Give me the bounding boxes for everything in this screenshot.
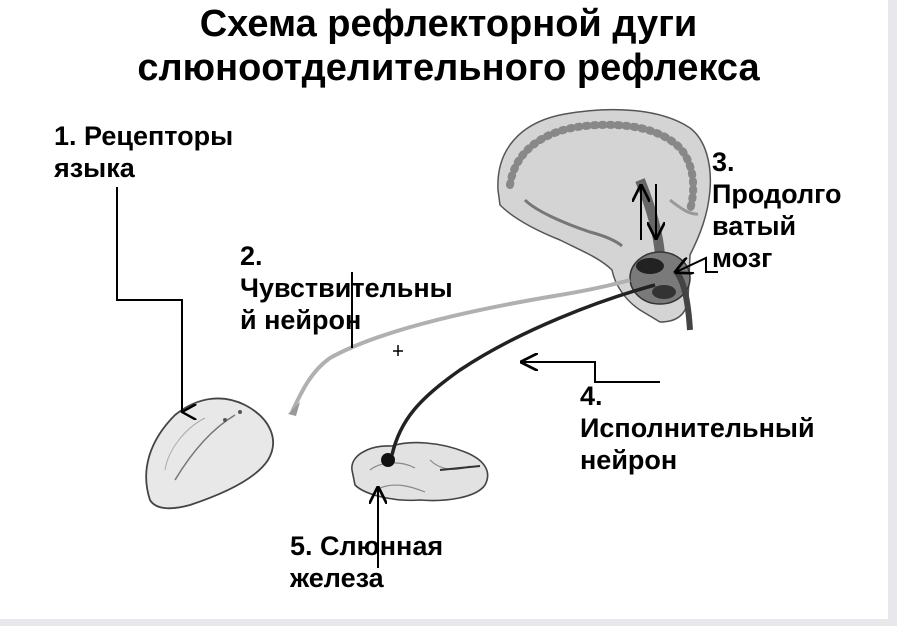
label-salivary-gland: 5. Слюнная железа [290, 531, 444, 593]
label-medulla: 3. Продолго ватый мозг [712, 147, 842, 273]
pointer-receptors [116, 187, 182, 412]
salivary-gland [351, 441, 489, 502]
slide-right-border [888, 0, 897, 626]
pointer-medulla [676, 256, 718, 272]
tongue [145, 397, 274, 510]
slide-bottom-border [0, 619, 897, 626]
title-line-2: слюноотделительного рефлекса [137, 47, 760, 89]
diagram-title: Схема рефлекторной дуги слюноотделительн… [0, 2, 897, 90]
brain-section [497, 108, 712, 331]
sensory-neuron-fiber [290, 278, 631, 413]
label-receptors: 1. Рецепторы языка [54, 121, 234, 183]
label-effector-neuron: 4. Исполнительный нейрон [580, 381, 815, 475]
pointer-effector-neuron [522, 362, 660, 383]
effector-neuron-fiber [390, 283, 656, 456]
title-line-1: Схема рефлекторной дуги [199, 3, 698, 45]
label-sensory-neuron: 2. Чувствительны й нейрон [240, 241, 453, 335]
